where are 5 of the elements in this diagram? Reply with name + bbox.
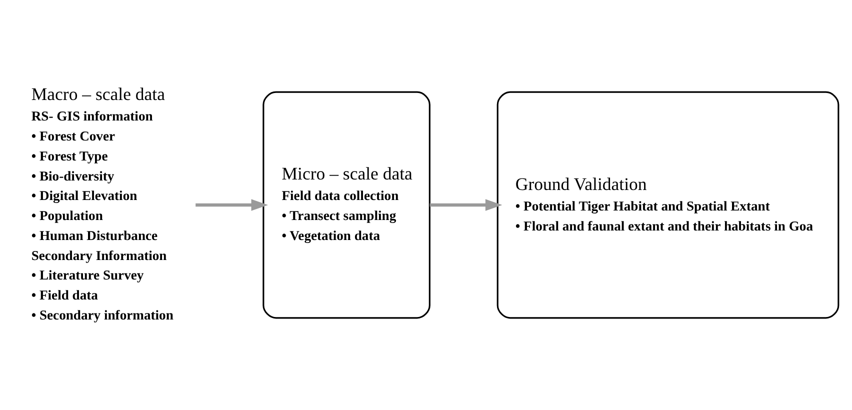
arrow — [196, 199, 268, 211]
arrow — [430, 199, 502, 211]
node-text: Macro – scale data RS- GIS information • Forest Cover • Forest Type • Bio-diversity • Digital Elevation • Population • Human Disturbance Secondary Information • Literature Survey • Field data • Secondary information — [31, 84, 174, 322]
node-box: Ground Validation • Potential Tiger Habitat and Spatial Extant • Floral and faunal extant and their habitats in Goa — [496, 91, 840, 319]
node-box: Micro – scale data Field data collection • Transect sampling • Vegetation data — [262, 91, 430, 319]
